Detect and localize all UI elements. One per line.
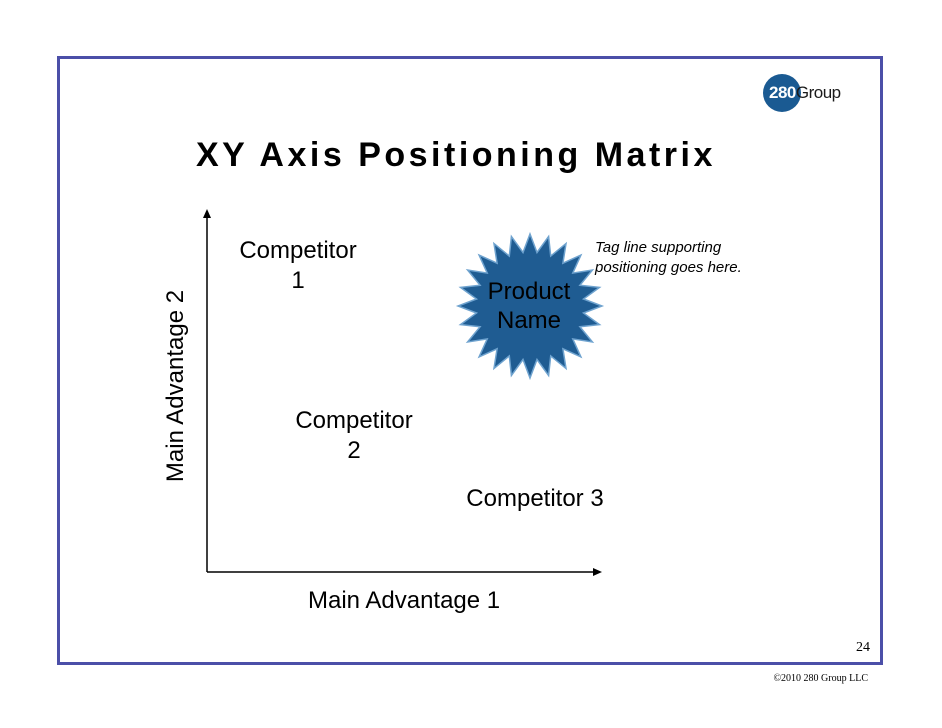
tagline-line-1: Tag line supporting [595, 239, 722, 256]
logo-number: 280 [769, 83, 796, 102]
logo-text: 280Group [769, 83, 841, 103]
copyright-notice: ©2010 280 Group LLC [773, 673, 868, 684]
y-axis-label: Main Advantage 2 [162, 289, 189, 483]
competitor-1-label: Competitor 1 [228, 236, 368, 296]
competitor-2-number: 2 [347, 437, 361, 464]
company-logo: 280Group [763, 74, 873, 112]
page-number: 24 [856, 640, 870, 655]
competitor-2-name: Competitor [295, 407, 413, 434]
x-axis-label: Main Advantage 1 [308, 587, 501, 614]
competitor-3-label: Competitor 3 [466, 485, 604, 512]
product-name-label: Product Name [470, 277, 588, 335]
product-line-1: Product [487, 278, 571, 305]
logo-circle [763, 74, 801, 112]
product-line-2: Name [496, 307, 562, 334]
logo-word: Group [795, 83, 841, 102]
competitor-2-label: Competitor 2 [284, 406, 424, 466]
slide-title: XY Axis Positioning Matrix [196, 136, 716, 174]
positioning-tagline: Tag line supporting positioning goes her… [595, 238, 795, 278]
slide-frame [57, 56, 883, 665]
competitor-1-name: Competitor [239, 237, 357, 264]
tagline-line-2: positioning goes here. [595, 259, 742, 276]
competitor-1-number: 1 [291, 267, 305, 294]
product-starburst [455, 231, 605, 381]
